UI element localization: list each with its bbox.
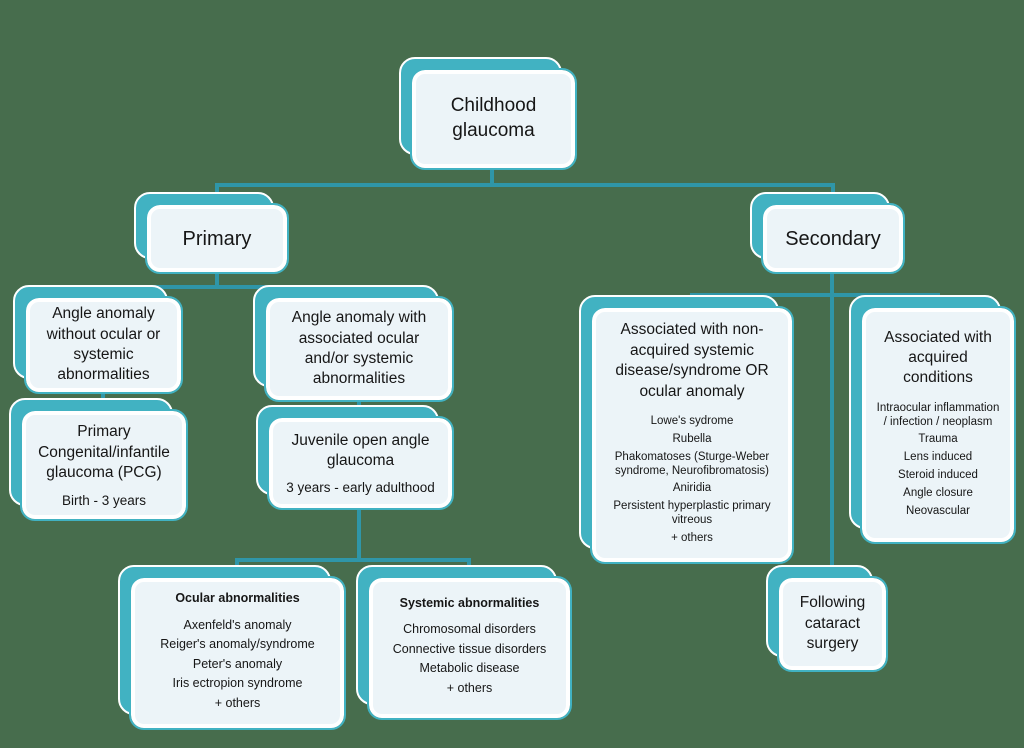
list-item: Persistent hyperplastic primary vitreous [613,500,771,526]
node-box: Secondary [761,203,905,274]
list-item: Iris ectropion syndrome [172,676,303,690]
node-title: Associated with non-acquired systemic di… [615,321,769,400]
node-angle-anomaly-with: Angle anomaly with associated ocular and… [253,285,454,402]
node-pcg: Primary Congenital/infantile glaucoma (P… [9,398,188,521]
node-item-list: Intraocular inflammation / infection / n… [874,398,1002,523]
node-title: Ocular abnormalities [175,591,300,605]
list-item: Intraocular inflammation / infection / n… [876,401,1000,428]
node-box: Childhood glaucoma [410,68,577,170]
node-box: Associated with acquired conditions Intr… [860,306,1016,544]
node-primary: Primary [134,192,289,274]
node-childhood-glaucoma: Childhood glaucoma [399,57,577,170]
node-box: Associated with non-acquired systemic di… [590,306,794,564]
list-item: Peter's anomaly [192,656,283,671]
list-item: Axenfeld's anomaly [183,617,292,632]
list-item: Lens induced [903,451,973,464]
node-box: Systemic abnormalities Chromosomal disor… [367,576,572,720]
node-title: Angle anomaly with associated ocular and… [291,309,427,388]
node-angle-anomaly-without: Angle anomaly without ocular or systemic… [13,285,183,394]
node-box: Primary [145,203,289,274]
node-box: Primary Congenital/infantile glaucoma (P… [20,409,188,521]
list-item: Phakomatoses (Sturge-Weber syndrome, Neu… [614,450,770,477]
list-item: + others [214,695,261,710]
list-item: Steroid induced [898,469,978,482]
node-title: Childhood glaucoma [450,95,537,141]
node-non-acquired: Associated with non-acquired systemic di… [579,295,794,564]
connector [235,558,471,562]
connector [101,285,361,289]
node-title: Following cataract surgery [799,594,866,653]
node-title: Associated with acquired conditions [884,328,992,387]
connector [490,168,494,185]
list-item: + others [446,680,493,695]
node-title: Secondary [785,227,881,250]
connector [215,272,219,287]
node-box: Juvenile open angle glaucoma 3 years - e… [267,416,454,510]
list-item: Reiger's anomaly/syndrome [160,637,315,651]
list-item: Lowe's sydrome [650,415,734,428]
node-title: Primary Congenital/infantile glaucoma (P… [38,423,170,482]
node-title: Juvenile open angle glaucoma [291,431,430,469]
connector [830,272,834,578]
node-box: Angle anomaly with associated ocular and… [264,296,454,402]
node-title: Primary [182,227,252,250]
node-following-cataract-surgery: Following cataract surgery [766,565,888,672]
node-box: Angle anomaly without ocular or systemic… [24,296,183,394]
list-item: Neovascular [906,504,970,517]
node-juvenile-open-angle: Juvenile open angle glaucoma 3 years - e… [256,405,454,510]
node-systemic-abnormalities: Systemic abnormalities Chromosomal disor… [356,565,572,720]
list-item: Trauma [918,433,958,446]
node-box: Following cataract surgery [777,576,888,672]
connector [357,508,361,562]
node-subtitle: Birth - 3 years [61,492,147,508]
list-item: Metabolic disease [419,661,520,676]
list-item: Aniridia [672,482,712,495]
list-item: Rubella [672,433,712,446]
list-item: + others [671,531,713,544]
list-item: Angle closure [903,486,973,499]
node-subtitle: 3 years - early adulthood [286,480,435,496]
node-title: Angle anomaly without ocular or systemic… [46,305,161,384]
list-item: Connective tissue disorders [392,641,547,656]
node-secondary: Secondary [750,192,905,274]
list-item: Chromosomal disorders [403,622,536,637]
node-title: Systemic abnormalities [399,595,540,610]
connector [215,183,835,187]
connector [690,293,940,297]
node-acquired-conditions: Associated with acquired conditions Intr… [849,295,1016,544]
